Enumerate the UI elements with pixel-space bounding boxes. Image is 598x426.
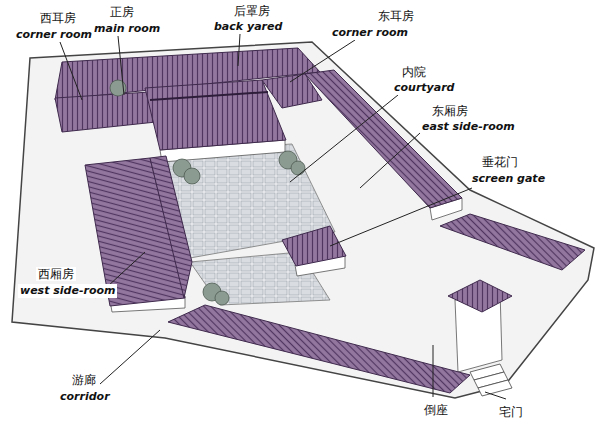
english-label: corridor: [58, 386, 112, 404]
english-label: west side-room: [18, 280, 117, 298]
trees: [110, 80, 305, 305]
english-label: courtyard: [392, 77, 456, 95]
chinese-label: 东耳房: [376, 6, 416, 24]
label-text: 东厢房: [430, 104, 470, 118]
leader-line: [238, 34, 240, 66]
english-label: east side-room: [420, 116, 517, 134]
label-text: corner room: [14, 28, 94, 42]
leader-line: [60, 42, 82, 100]
gate-steps: [470, 364, 512, 396]
chinese-label: 内院: [400, 62, 428, 80]
chinese-label: 东厢房: [430, 101, 470, 119]
label-text: main room: [92, 22, 162, 36]
tree: [184, 168, 200, 184]
leader-line: [433, 345, 434, 397]
front-row-roof: [168, 305, 470, 393]
label-text: screen gate: [470, 172, 547, 186]
english-label: screen gate: [470, 168, 547, 186]
label-text: 宅门: [497, 405, 525, 419]
label-text: 游廊: [70, 373, 98, 387]
leader-line: [100, 330, 160, 384]
chinese-label: 正房: [108, 2, 136, 20]
gate-roof: [448, 280, 512, 312]
label-text: west side-room: [18, 284, 117, 298]
chinese-label: 西厢房: [36, 264, 76, 282]
chinese-label: 垂花门: [480, 152, 520, 170]
tree: [215, 291, 229, 305]
base-platform: [12, 42, 594, 398]
label-text: 倒座: [422, 403, 450, 417]
label-text: 正房: [108, 5, 136, 19]
label-text: 垂花门: [480, 155, 520, 169]
english-label: back yared: [212, 16, 284, 34]
label-text: east side-room: [420, 120, 517, 134]
chinese-label: 后罩房: [232, 1, 272, 19]
label-text: 后罩房: [232, 4, 272, 18]
leader-line: [290, 95, 398, 182]
west-corner-roof: [55, 92, 156, 132]
label-text: 东耳房: [376, 9, 416, 23]
leader-line: [330, 188, 472, 246]
main-room-roof: [145, 80, 286, 150]
english-label: main room: [92, 18, 162, 36]
leader-line: [290, 40, 355, 82]
leader-line: [360, 133, 420, 188]
english-label: corner room: [330, 22, 410, 40]
leader-line: [118, 36, 124, 95]
tree: [291, 161, 305, 175]
chinese-label: 宅门: [497, 402, 525, 420]
chinese-label: 西耳房: [38, 8, 78, 26]
step: [478, 380, 512, 396]
label-text: back yared: [212, 20, 284, 34]
label-text: 内院: [400, 65, 428, 79]
label-text: corner room: [330, 26, 410, 40]
roofs: [55, 48, 585, 393]
east-side-roof: [305, 70, 462, 208]
english-label: corner room: [14, 24, 94, 42]
screen-gate-roof: [282, 226, 346, 266]
ridge: [150, 92, 268, 100]
chinese-label: 倒座: [422, 400, 450, 418]
chinese-label: 游廊: [70, 370, 98, 388]
leader-lines: [60, 34, 506, 399]
label-text: corridor: [58, 390, 112, 404]
ground: [12, 42, 594, 398]
label-text: 西厢房: [36, 267, 76, 281]
east-wing-roof: [440, 214, 585, 270]
leader-line: [485, 392, 506, 399]
label-text: courtyard: [392, 81, 456, 95]
label-text: 西耳房: [38, 11, 78, 25]
